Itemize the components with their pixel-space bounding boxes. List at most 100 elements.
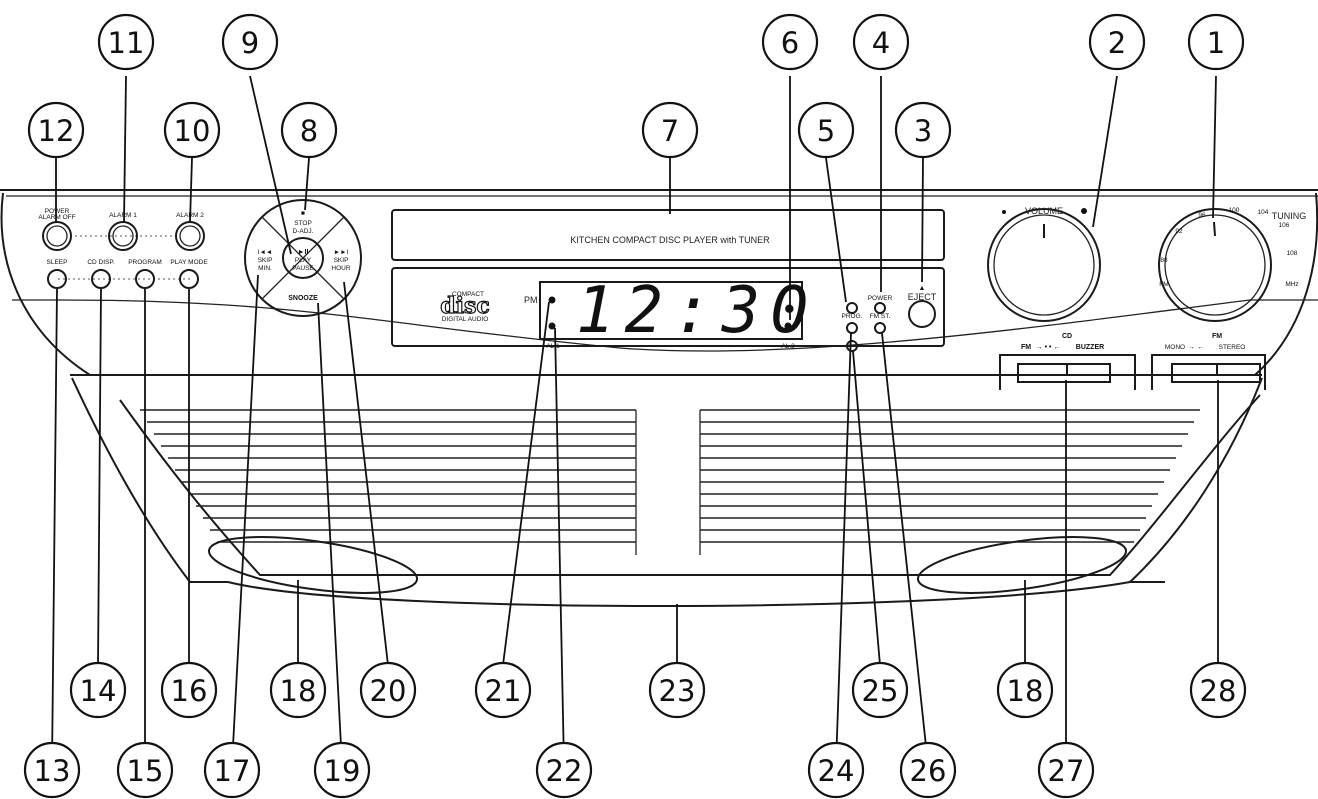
callout-circle — [852, 13, 910, 71]
callout-number: 9 — [241, 26, 259, 60]
switch-fm-title: FM — [1212, 333, 1222, 340]
pm-indicator — [548, 296, 556, 304]
function-button-row: SLEEP CD DISP. PROGRAM PLAY MODE — [47, 259, 208, 289]
lcd-window — [539, 281, 803, 340]
callout-circle — [269, 661, 327, 719]
eject-label: EJECT — [908, 292, 937, 302]
callout-13: 13 — [23, 741, 81, 799]
callout-21: 21 — [474, 661, 532, 719]
callout-6: 6 — [761, 13, 819, 71]
led-25 — [846, 340, 858, 352]
callout-number: 21 — [485, 674, 522, 708]
callout-1: 1 — [1187, 13, 1245, 71]
callout-7: 7 — [641, 101, 699, 159]
volume-knob-group: VOLUME — [987, 206, 1101, 322]
callout-25: 25 — [851, 661, 909, 719]
callout-circle — [97, 13, 155, 71]
cd-disp-label: CD DISP. — [87, 259, 115, 266]
callout-number: 3 — [914, 114, 932, 148]
speaker-grille-right — [700, 409, 1200, 543]
callout-number: 14 — [80, 674, 117, 708]
callout-number: 25 — [862, 674, 899, 708]
callout-circle — [851, 661, 909, 719]
play-label: PLAY — [295, 257, 312, 264]
pause-label: PAUSE — [292, 265, 314, 272]
handle-right — [916, 536, 1128, 594]
callout-3: 3 — [894, 101, 952, 159]
callout-number: 18 — [1007, 674, 1044, 708]
callout-circle — [313, 741, 371, 799]
callout-number: 6 — [781, 26, 799, 60]
al1-label: AL.1 — [546, 343, 560, 350]
callout-circle — [1189, 661, 1247, 719]
callout-circle — [23, 741, 81, 799]
skip-min-label: SKIP — [258, 257, 273, 264]
stop-label: STOP — [294, 220, 312, 227]
callout-circle — [1187, 13, 1245, 71]
tuning-knob[interactable] — [1158, 208, 1272, 322]
callout-28: 28 — [1189, 661, 1247, 719]
leader-lines — [51, 75, 1219, 766]
callout-23: 23 — [648, 661, 706, 719]
dial-fm: FM — [1159, 281, 1168, 288]
cd-fm-buzzer-switch: CD FM → • • ← BUZZER — [999, 333, 1136, 390]
stop-icon: ■ — [301, 210, 305, 217]
callout-number: 11 — [108, 26, 145, 60]
alarm1-button[interactable] — [108, 221, 138, 251]
volume-knob[interactable] — [987, 208, 1101, 322]
callout-circle — [1037, 741, 1095, 799]
callout-circle — [1088, 13, 1146, 71]
callout-number: 17 — [214, 754, 251, 788]
dial-106: 106 — [1279, 222, 1290, 229]
eject-icon: ▲ — [919, 285, 926, 292]
play-mode-button[interactable] — [179, 269, 199, 289]
callout-circle — [221, 13, 279, 71]
callout-circle — [116, 741, 174, 799]
callout-number: 5 — [817, 114, 835, 148]
callout-9: 9 — [221, 13, 279, 71]
compact-disc-logo: COMPACT disc DIGITAL AUDIO — [440, 291, 491, 323]
callout-10: 10 — [163, 101, 221, 159]
callout-22: 22 — [535, 741, 593, 799]
alarm1-label: ALARM 1 — [109, 212, 137, 219]
callout-2: 2 — [1088, 13, 1146, 71]
callout-circle — [996, 661, 1054, 719]
cd-buzzer-slider[interactable] — [1017, 363, 1111, 383]
callout-circle — [160, 661, 218, 719]
callout-circle — [761, 13, 819, 71]
switch-fm-arrows: → ← — [1188, 344, 1204, 351]
skip-hour-label-2: HOUR — [331, 265, 350, 272]
alarm-off-button[interactable] — [42, 221, 72, 251]
dial-104: 104 — [1258, 209, 1269, 216]
callout-number: 12 — [38, 114, 75, 148]
callout-16: 16 — [160, 661, 218, 719]
switch-fm-stereo: STEREO — [1219, 344, 1246, 351]
callout-number: 28 — [1200, 674, 1237, 708]
callout-18: 18 — [269, 661, 327, 719]
callout-circle — [27, 101, 85, 159]
callout-20: 20 — [359, 661, 417, 719]
sleep-button[interactable] — [47, 269, 67, 289]
power-led — [874, 302, 886, 314]
play-pause-button[interactable] — [282, 237, 324, 279]
alarm-off-label: ALARM OFF — [38, 214, 75, 221]
handle-left — [207, 536, 419, 594]
callout-17: 17 — [203, 741, 261, 799]
callout-24: 24 — [807, 741, 865, 799]
callout-number: 2 — [1108, 26, 1126, 60]
cd-door[interactable] — [391, 209, 945, 261]
callout-5: 5 — [797, 101, 855, 159]
eject-button[interactable] — [908, 300, 936, 328]
switch-cd-title: CD — [1062, 333, 1072, 340]
cd-disp-button[interactable] — [91, 269, 111, 289]
callout-circle — [899, 741, 957, 799]
callout-number: 4 — [872, 26, 890, 60]
dial-92: 92 — [1175, 228, 1183, 235]
program-button[interactable] — [135, 269, 155, 289]
prog-led — [846, 322, 858, 334]
switch-fm-mono: MONO — [1165, 344, 1185, 351]
switch-cd-buzzer: BUZZER — [1076, 344, 1104, 351]
callout-circle — [163, 101, 221, 159]
